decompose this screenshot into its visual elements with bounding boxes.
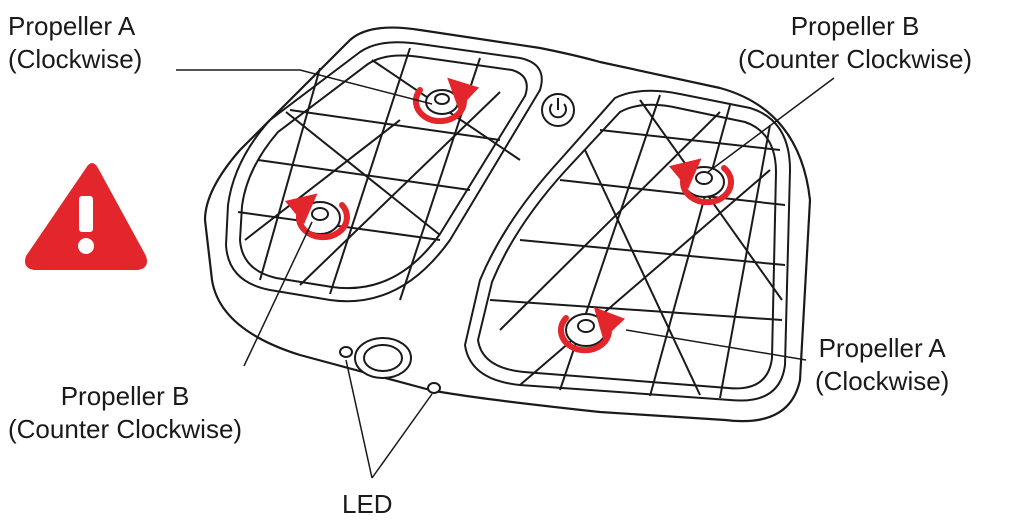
label-propeller-b-top-right: Propeller B (Counter Clockwise) [738, 10, 972, 76]
label-led: LED [342, 489, 393, 519]
label-propeller-a-bottom-right: Propeller A (Clockwise) [815, 332, 949, 398]
label-line1: Propeller B [60, 381, 190, 411]
camera-lens [354, 337, 412, 379]
right-cage [463, 89, 792, 402]
label-line2: (Clockwise) [8, 44, 143, 74]
label-line2: (Counter Clockwise) [8, 414, 243, 444]
label-line2: (Clockwise) [815, 366, 950, 396]
led-right [427, 382, 441, 394]
counterclockwise-arrow-bottom-left [284, 193, 350, 241]
left-cage [224, 41, 543, 303]
label-line1: Propeller A [818, 333, 946, 363]
power-icon [541, 93, 575, 127]
label-propeller-b-bottom-left: Propeller B (Counter Clockwise) [8, 380, 242, 446]
drone-body [203, 26, 812, 423]
counterclockwise-arrow-top-right [668, 158, 734, 206]
clockwise-arrow-bottom-right [558, 306, 626, 354]
rotation-arrows [284, 77, 734, 354]
label-line1: Propeller B [790, 11, 920, 41]
label-line1: Propeller A [8, 11, 136, 41]
label-propeller-a-top-left: Propeller A (Clockwise) [8, 10, 142, 76]
warning-icon [25, 163, 147, 270]
label-line2: (Counter Clockwise) [738, 44, 973, 74]
clockwise-arrow-top-left [412, 77, 480, 125]
leader-lines [176, 69, 835, 479]
led-left [339, 346, 353, 358]
